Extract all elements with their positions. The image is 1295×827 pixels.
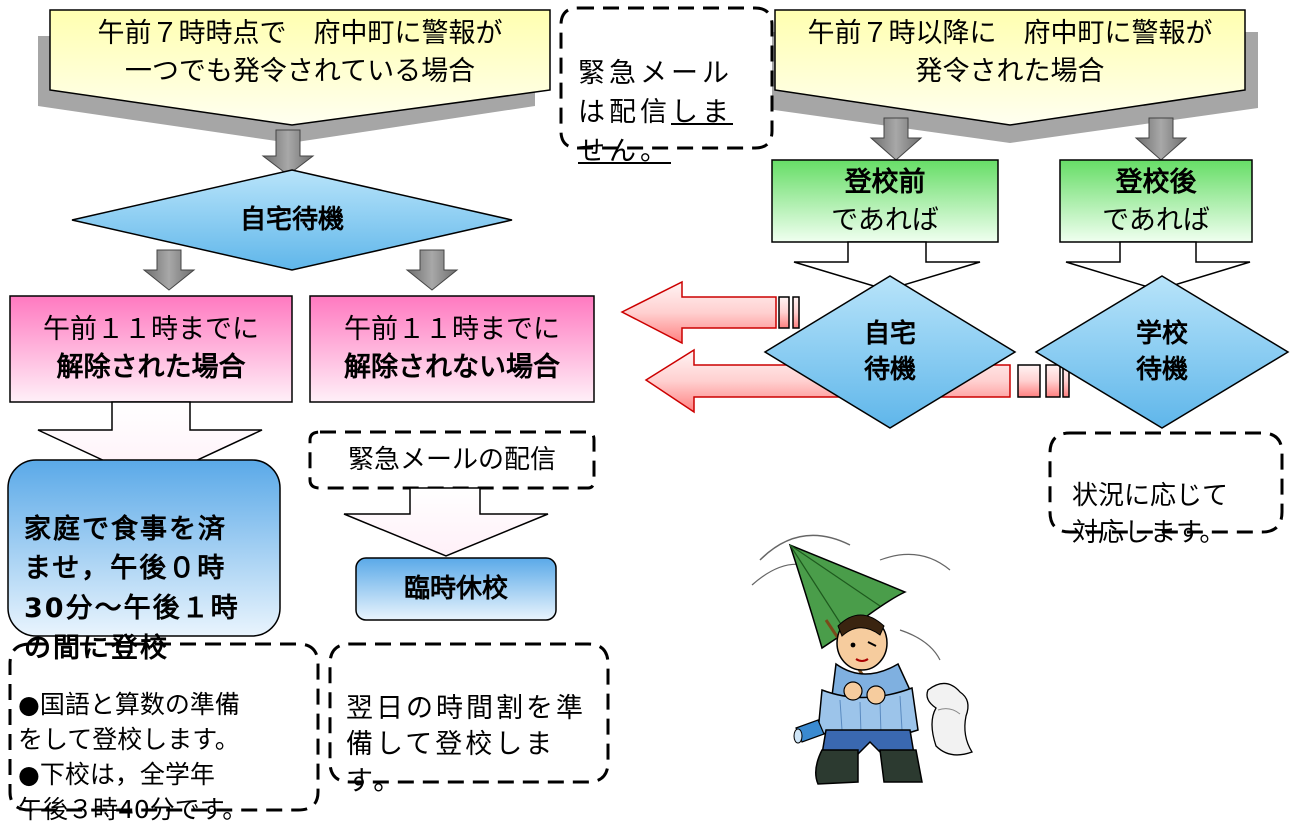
closure-label: 臨時休校 xyxy=(403,573,508,604)
gray-arrow-5 xyxy=(1134,117,1188,161)
center-notice-line2: は配信 xyxy=(578,96,671,128)
center-notice-line3: せん。 xyxy=(578,135,671,167)
lifted-box-bg xyxy=(9,295,293,403)
gray-arrow-1 xyxy=(261,129,315,176)
note-right-line1: 状況に応じて xyxy=(1072,480,1229,511)
lunch-line1: 家庭で食事を済 xyxy=(24,513,227,545)
note-middle-line3: す。 xyxy=(346,766,404,798)
header-right-line2: 発令された場合 xyxy=(915,56,1105,87)
red-arrow-upper xyxy=(620,280,800,345)
before-school-line1: 登校前 xyxy=(844,167,926,199)
closure-box-bg xyxy=(355,557,557,621)
man-with-umbrella-in-storm xyxy=(751,534,973,785)
note-middle-line2: 備して登校しま xyxy=(346,729,556,761)
header-right-banner xyxy=(774,9,1246,126)
header-left-banner xyxy=(49,9,551,126)
note-left-box xyxy=(8,642,320,812)
emergency-mail-label: 緊急メールの配信 xyxy=(347,444,556,475)
not-lifted-box-text: 午前１１時までに解除されない場合 xyxy=(310,300,594,398)
center-notice-box xyxy=(559,6,774,150)
not-lifted-line2: 解除されない場合 xyxy=(344,352,560,383)
note-left-line1: ●国語と算数の準備 xyxy=(18,690,240,719)
home-wait-label: 自宅待機 xyxy=(239,204,344,235)
white-arrow-before xyxy=(793,241,981,291)
gray-arrow-3 xyxy=(405,249,459,291)
note-right-text: 状況に応じて対応します。 xyxy=(1072,440,1282,553)
note-middle-box xyxy=(328,642,610,784)
header-left-text: 午前７時時点で 府中町に警報が一つでも発令されている場合 xyxy=(50,18,550,88)
diamond-home-text: 自宅待機 xyxy=(830,310,950,394)
gray-arrow-4 xyxy=(869,117,923,161)
home-wait-diamond xyxy=(71,169,513,271)
diamond-home-line1: 自宅 xyxy=(863,318,916,349)
after-school-text: 登校後であれば xyxy=(1060,164,1252,240)
lunch-line3: 30分〜午後１時 xyxy=(24,593,240,625)
white-arrow-after xyxy=(1065,241,1251,291)
not-lifted-box-bg xyxy=(309,295,595,403)
diamond-school-line1: 学校 xyxy=(1135,318,1188,349)
before-school-bg xyxy=(771,159,999,243)
lunch-box-bg xyxy=(7,459,281,637)
after-school-line2: であれば xyxy=(1102,205,1210,236)
note-left-text: ●国語と算数の準備をして登校します。 ●下校は，全学年午後３時40分です。 xyxy=(18,652,314,827)
lunch-line4: の間に登校 xyxy=(24,632,169,664)
note-left-line2: をして登校します。 xyxy=(18,725,240,754)
lunch-line2: ませ，午後０時 xyxy=(24,553,227,585)
header-left-line2: 一つでも発令されている場合 xyxy=(124,56,476,87)
center-notice-line1: 緊急メール xyxy=(578,57,733,89)
note-middle-text: 翌日の時間割を準備して登校します。 xyxy=(346,654,602,801)
header-left-line1: 午前７時時点で 府中町に警報が xyxy=(97,18,503,50)
diamond-school-line2: 待機 xyxy=(1135,355,1188,385)
diamond-home-shape xyxy=(763,275,1017,429)
emergency-mail-box xyxy=(308,430,596,490)
diamond-school-text: 学校待機 xyxy=(1102,310,1222,394)
before-school-text: 登校前であれば xyxy=(772,164,998,240)
header-right-line1: 午前７時以降に 府中町に警報が xyxy=(807,18,1213,50)
center-notice-underlined: しま xyxy=(671,96,733,128)
lunch-box-text: 家庭で食事を済ませ，午後０時 30分〜午後１時の間に登校 xyxy=(24,470,274,668)
note-right-box xyxy=(1048,431,1284,534)
after-school-bg xyxy=(1059,159,1253,243)
diamond-home-line2: 待機 xyxy=(863,355,916,385)
white-arrow-left xyxy=(37,401,263,483)
not-lifted-line1: 午前１１時までに xyxy=(344,314,560,346)
after-school-line1: 登校後 xyxy=(1115,167,1197,199)
note-left-line3: ●下校は，全学年 xyxy=(18,760,215,789)
diamond-school-shape xyxy=(1034,275,1290,429)
white-arrow-middle xyxy=(343,487,549,557)
center-notice-text: 緊急メールは配信しません。 xyxy=(578,16,762,172)
gray-arrow-2 xyxy=(142,249,196,291)
note-right-line2: 対応します。 xyxy=(1072,518,1226,549)
lifted-line1: 午前１１時までに xyxy=(43,314,259,346)
lifted-line2: 解除された場合 xyxy=(56,352,246,383)
header-right-text: 午前７時以降に 府中町に警報が発令された場合 xyxy=(775,18,1245,88)
lifted-box-text: 午前１１時までに解除された場合 xyxy=(10,300,292,398)
before-school-line2: であれば xyxy=(831,205,939,236)
note-middle-line1: 翌日の時間割を準 xyxy=(346,692,586,724)
note-left-line4: 午後３時40分です。 xyxy=(18,795,248,824)
